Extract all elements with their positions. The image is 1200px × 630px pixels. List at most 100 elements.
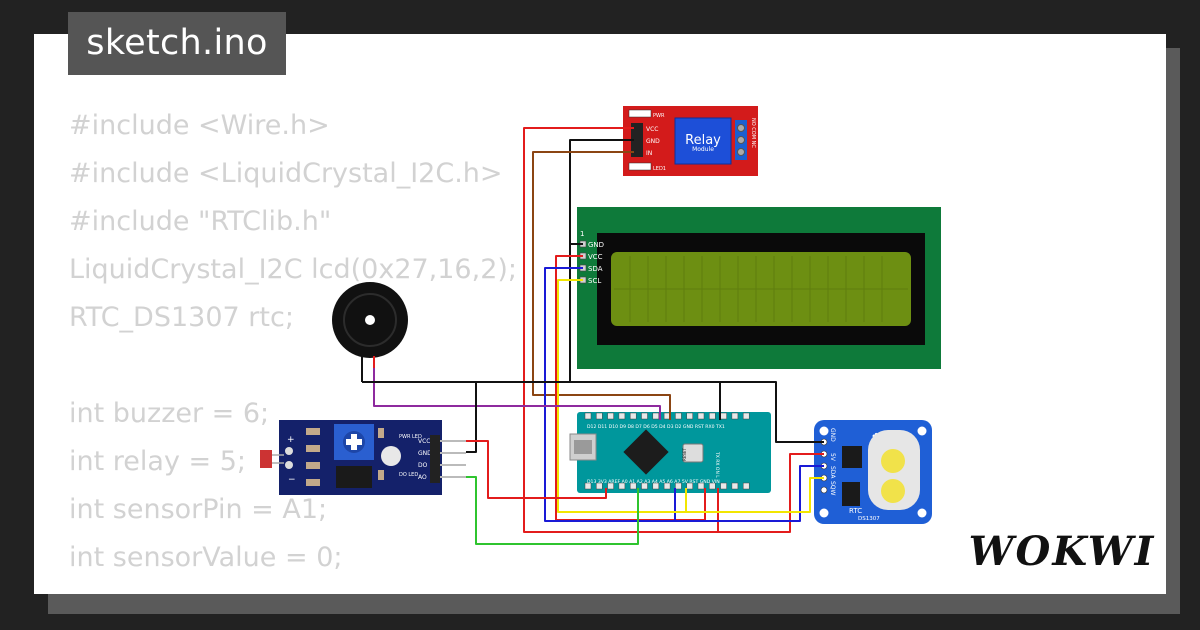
nano-top-pin-labels: D12 D11 D10 D9 D8 D7 D6 D5 D4 D3 D2 GND … — [587, 424, 725, 430]
nano-pin[interactable] — [596, 412, 603, 420]
wire-brown[interactable] — [532, 151, 671, 420]
lcd-character-grid — [614, 256, 908, 322]
nano-pin[interactable] — [584, 482, 592, 490]
relay-led1 — [628, 162, 652, 171]
wire-red[interactable] — [718, 453, 824, 533]
nano-pin[interactable] — [742, 412, 750, 420]
light-sensor-module[interactable]: + − PWR LED DO LED VCC GND DO AO — [260, 420, 466, 495]
rtc-pin-label: SQW — [829, 481, 836, 496]
wire-black[interactable] — [362, 381, 477, 453]
code-preview: #include <Wire.h> #include <LiquidCrysta… — [69, 102, 517, 582]
relay-component — [674, 117, 732, 165]
nano-pin[interactable] — [618, 412, 626, 420]
nano-pin[interactable] — [709, 412, 716, 420]
relay-pin-label: GND — [646, 138, 660, 145]
nano-pin[interactable] — [584, 412, 592, 420]
wire-purple[interactable] — [373, 368, 661, 420]
buzzer[interactable] — [332, 282, 408, 382]
code-line: #include "RTClib.h" — [69, 206, 332, 237]
rtc-model-label: DS1307 — [858, 516, 880, 522]
sensor-pad — [285, 461, 293, 469]
nano-reset-button[interactable] — [682, 443, 704, 463]
wire-yellow[interactable] — [686, 477, 824, 513]
relay-title: Relay — [685, 133, 721, 148]
wire-blue[interactable] — [675, 465, 824, 522]
nano-pin[interactable] — [731, 482, 739, 490]
nano-pin[interactable] — [629, 482, 637, 490]
nano-pin[interactable] — [686, 412, 693, 420]
wire-yellow[interactable] — [557, 279, 687, 513]
relay-led-label: LED1 — [653, 166, 666, 172]
relay-screw-terminal — [737, 148, 745, 156]
nano-pin[interactable] — [652, 412, 660, 420]
nano-pin[interactable] — [675, 482, 682, 490]
code-line: int relay = 5; — [69, 446, 246, 477]
nano-pin[interactable] — [720, 482, 727, 490]
nano-led-labels: TX RX ON L — [714, 451, 720, 478]
sketch-filename-title: sketch.ino — [68, 12, 286, 75]
wire-red[interactable] — [466, 440, 607, 499]
rtc-chip — [842, 446, 862, 468]
code-line: #include <LiquidCrystal_I2C.h> — [69, 158, 503, 189]
code-line: int sensorPin = A1; — [69, 494, 328, 525]
code-line: #include <Wire.h> — [69, 110, 330, 141]
sensor-pin-header — [430, 435, 440, 483]
nano-bottom-pin-row — [584, 482, 750, 490]
minus-sign: − — [288, 475, 296, 485]
code-line: int sensorValue = 0; — [69, 542, 343, 573]
relay-pin-header — [631, 123, 643, 157]
rtc-label: RTC — [849, 507, 862, 515]
wires — [362, 127, 824, 545]
wire-green[interactable] — [466, 476, 639, 545]
nano-pin[interactable] — [652, 482, 660, 490]
wire-blue[interactable] — [544, 267, 676, 522]
wokwi-logo: WOKWI — [969, 528, 1156, 575]
relay-pin-label: VCC — [646, 126, 658, 133]
sensor-chip — [336, 466, 372, 488]
rtc-module[interactable]: ✿ GND 5V SDA SQW RTC DS1307 — [814, 420, 932, 524]
nano-pin[interactable] — [641, 412, 648, 420]
nano-pin[interactable] — [607, 482, 614, 490]
lcd-pin1-label: 1 — [580, 230, 584, 238]
buzzer-hole — [365, 315, 375, 325]
sensor-pin-label: VCC — [418, 438, 430, 445]
sensor-pin-label: DO — [418, 462, 428, 469]
nano-pin[interactable] — [686, 482, 693, 490]
relay-terminal-labels: NO COM NC — [750, 118, 756, 148]
nano-pin[interactable] — [742, 482, 750, 490]
nano-pin[interactable] — [675, 412, 682, 420]
nano-board — [577, 412, 771, 493]
nano-pin[interactable] — [629, 412, 637, 420]
code-line: RTC_DS1307 rtc; — [69, 302, 294, 333]
nano-pin[interactable] — [641, 482, 648, 490]
nano-top-pin-row — [584, 412, 750, 420]
rtc-battery — [881, 449, 905, 473]
lcd-pin-label: SDA — [588, 265, 603, 273]
wire-red[interactable] — [523, 127, 719, 533]
rtc-pin-label: SDA — [829, 466, 836, 479]
nano-pin[interactable] — [720, 412, 727, 420]
relay-screw-terminal — [737, 124, 745, 132]
wire-black[interactable] — [476, 381, 824, 443]
lcd-display[interactable]: 1 GND VCC SDA SCL — [577, 207, 941, 369]
relay-module[interactable]: PWR LED1 VCC GND IN Relay Module NO COM … — [623, 106, 758, 176]
wokwi-logo-text: WOKWI — [969, 528, 1156, 575]
nano-pin[interactable] — [697, 482, 705, 490]
nano-pin[interactable] — [596, 482, 603, 490]
nano-pin[interactable] — [607, 412, 614, 420]
photoresistor — [260, 450, 272, 468]
nano-pin[interactable] — [697, 412, 705, 420]
relay-led-label: PWR — [653, 113, 665, 119]
nano-pin[interactable] — [618, 482, 626, 490]
arduino-nano[interactable]: RESET TX RX ON L D12 D11 D10 D9 D8 D7 D6… — [569, 412, 771, 493]
sensor-resistor — [306, 445, 320, 452]
nano-pin[interactable] — [663, 482, 671, 490]
rtc-pin[interactable] — [820, 486, 828, 494]
relay-screw-terminal — [737, 136, 745, 144]
relay-subtitle: Module — [692, 146, 714, 153]
nano-pin[interactable] — [731, 412, 739, 420]
nano-pin[interactable] — [709, 482, 716, 490]
plus-sign: + — [287, 435, 295, 445]
sensor-resistor — [306, 462, 320, 469]
